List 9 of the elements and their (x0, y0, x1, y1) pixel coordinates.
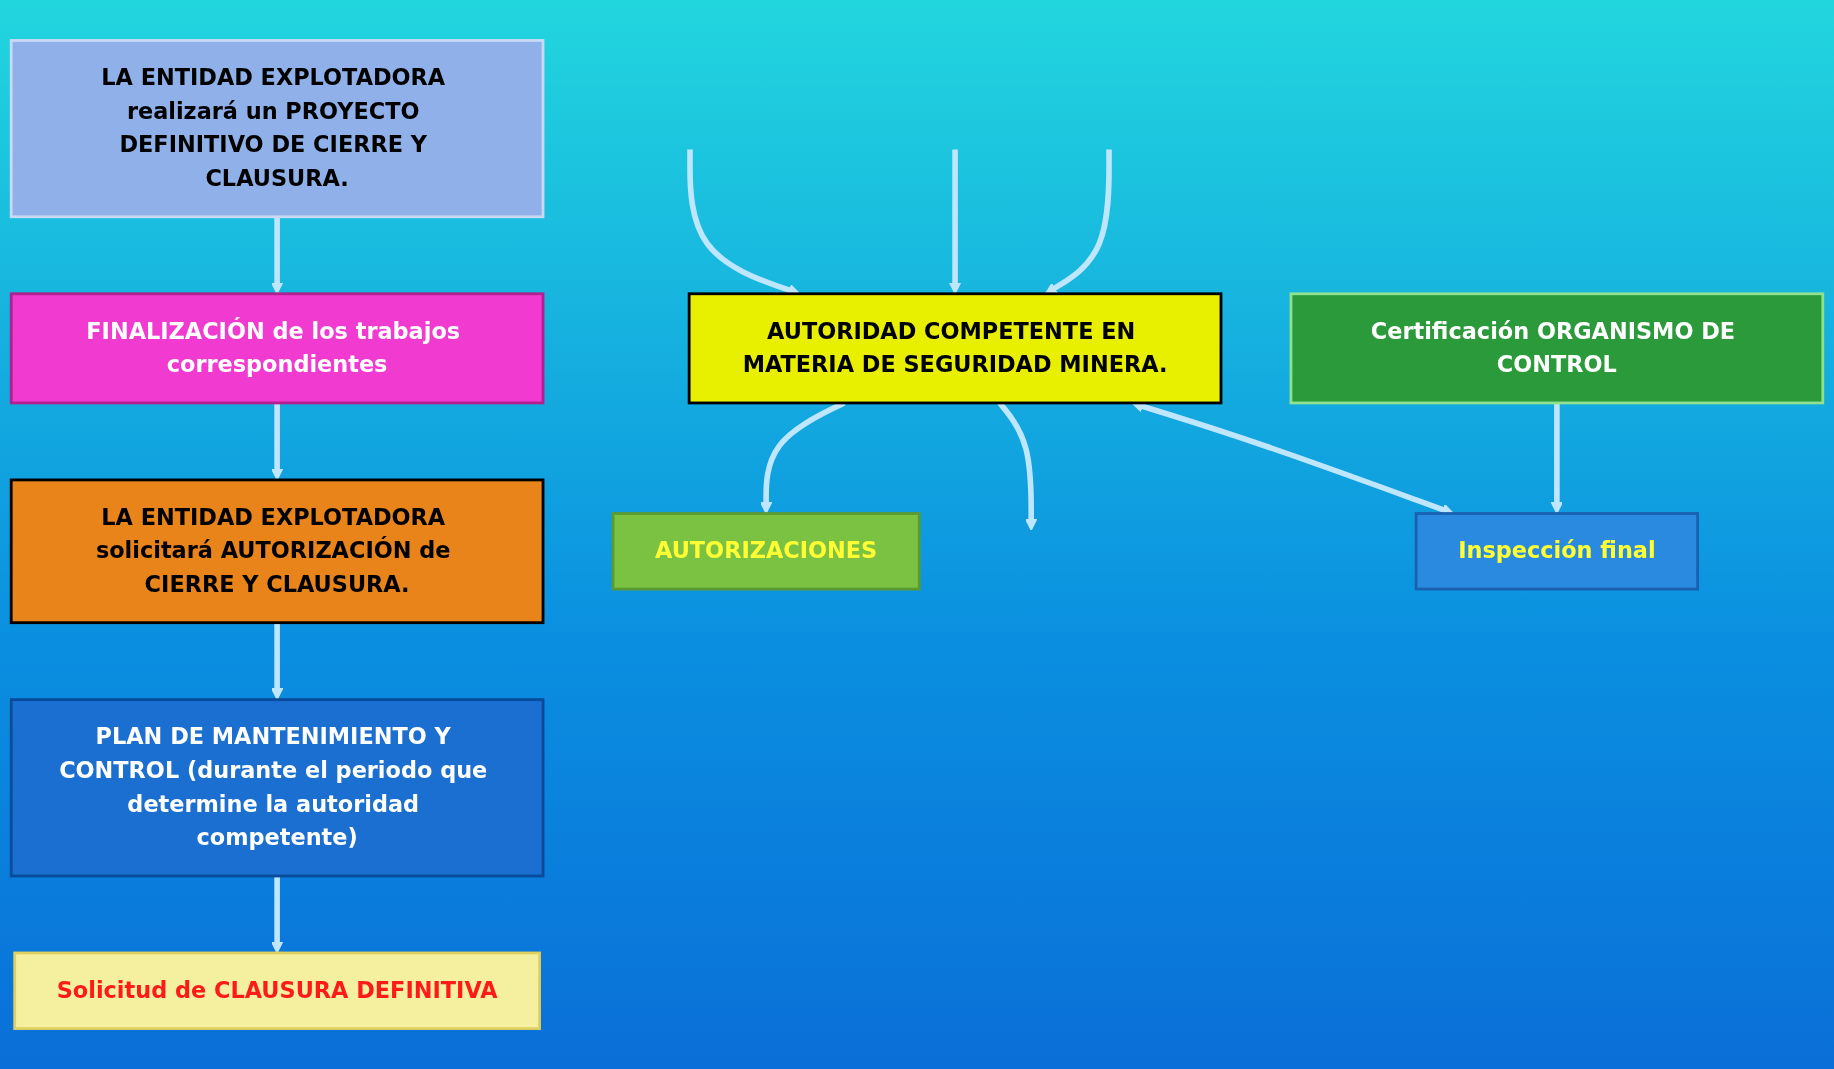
node-box: AUTORIDAD COMPETENTE EN MATERIA DE SEGURIDAD MINERA. (687, 292, 1223, 405)
node-box: Inspección final (1414, 512, 1699, 591)
node-box: PLAN DE MANTENIMIENTO Y CONTROL (durante el periodo que determine la autoridad competente) (9, 698, 545, 878)
node-box: FINALIZACIÓN de los trabajos correspondientes (9, 292, 545, 405)
node-box: LA ENTIDAD EXPLOTADORA realizará un PROYECTO DEFINITIVO DE CIERRE Y CLAUSURA. (9, 39, 545, 219)
node-box: LA ENTIDAD EXPLOTADORA solicitará AUTORIZACIÓN de CIERRE Y CLAUSURA. (9, 478, 545, 625)
node-box: AUTORIZACIONES (611, 512, 921, 591)
node-box: Solicitud de CLAUSURA DEFINITIVA (13, 951, 541, 1030)
node-box: Certificación ORGANISMO DE CONTROL (1289, 292, 1825, 405)
